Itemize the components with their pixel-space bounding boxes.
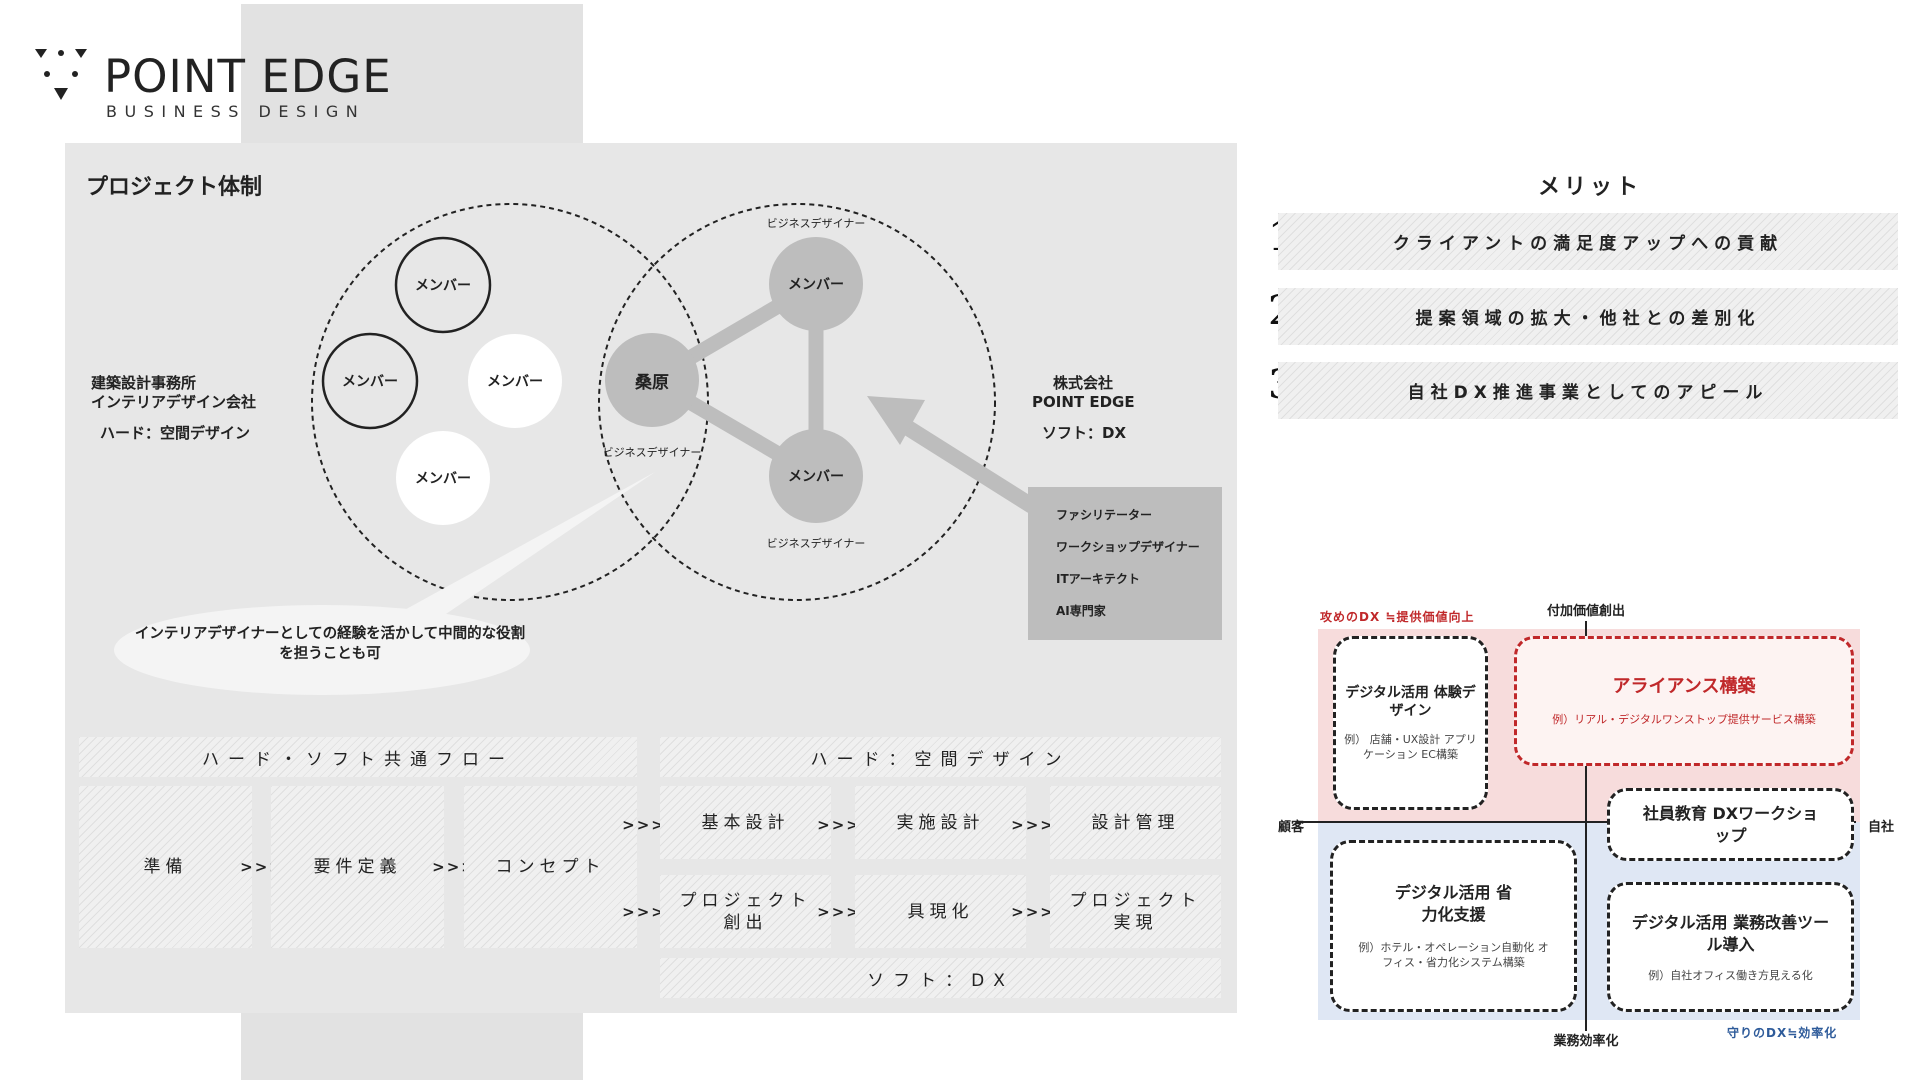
- common-flow-header: ハード・ソフト共通フロー: [79, 737, 637, 777]
- member-label: メンバー: [415, 278, 471, 294]
- matrix-box-example: 例）自社オフィス働き方見える化: [1648, 968, 1813, 982]
- step-detailed-design: 実施設計: [855, 786, 1026, 859]
- matrix-axis-top: 付加価値創出: [1546, 603, 1625, 619]
- step-concept: コンセプト: [464, 786, 637, 948]
- flow-arrow: >>>: [817, 903, 861, 921]
- right-member-label: メンバー: [788, 277, 844, 293]
- flow-arrow: >>>: [817, 816, 861, 834]
- matrix-box-education: 社員教育 DXワークショップ: [1607, 788, 1854, 861]
- right-member-label: メンバー: [788, 469, 844, 485]
- role-item: ワークショップデザイナー: [1056, 540, 1200, 554]
- merit-item: 自社DX推進事業としてのアピール: [1278, 362, 1898, 419]
- step-realization: 具現化: [855, 875, 1026, 948]
- matrix-top-left-label: 攻めのDX ≒提供価値向上: [1320, 610, 1475, 624]
- left-team-circle: [311, 203, 709, 601]
- flow-arrow: >>>: [1011, 903, 1055, 921]
- member-label: メンバー: [487, 374, 543, 390]
- matrix-vertical-axis: [1585, 621, 1587, 1031]
- step-design-management: 設計管理: [1050, 786, 1221, 859]
- step-project-creation: プロジェクト 創出: [660, 875, 831, 948]
- right-org-line1: 株式会社: [1053, 374, 1114, 392]
- matrix-box-title: アライアンス構築: [1612, 675, 1756, 697]
- step-basic-design: 基本設計: [660, 786, 831, 859]
- role-item: ITアーキテクト: [1056, 572, 1140, 586]
- speech-bubble: [114, 605, 530, 695]
- matrix-axis-right: 自社: [1868, 820, 1895, 835]
- left-org-line2: インテリアデザイン会社: [91, 393, 257, 411]
- arrow-head-icon: [867, 396, 925, 445]
- member-label: メンバー: [342, 374, 398, 390]
- left-org-line3: ハード：空間デザイン: [100, 424, 251, 442]
- matrix-box-labor-saving: デジタル活用 省力化支援 例）ホテル・オペレーション自動化 オフィス・省力化シス…: [1330, 840, 1577, 1012]
- right-member-role: ビジネスデザイナー: [766, 217, 866, 230]
- role-box: ファシリテーター ワークショップデザイナー ITアーキテクト AI専門家: [1028, 487, 1222, 640]
- left-org-line1: 建築設計事務所: [91, 374, 197, 392]
- role-item: AI専門家: [1056, 604, 1106, 618]
- matrix-box-tool: デジタル活用 業務改善ツール導入 例）自社オフィス働き方見える化: [1607, 882, 1854, 1012]
- matrix-bottom-right-label: 守りのDX≒効率化: [1727, 1026, 1838, 1040]
- role-item: ファシリテーター: [1056, 508, 1153, 522]
- merit-item: 提案領域の拡大・他社との差別化: [1278, 288, 1898, 345]
- step-prepare: 準備: [79, 786, 252, 948]
- matrix-horizontal-axis: [1296, 821, 1856, 823]
- project-title: プロジェクト体制: [86, 175, 263, 200]
- hard-flow-header: ハード：空間デザイン: [660, 737, 1221, 777]
- matrix-axis-left: 顧客: [1278, 820, 1305, 835]
- matrix-box-digital-experience: デジタル活用 体験デザイン 例） 店舗・UX設計 アプリケーション EC構築: [1333, 636, 1488, 810]
- right-org-line2: POINT EDGE: [1032, 393, 1135, 411]
- matrix-axis-bottom: 業務効率化: [1553, 1033, 1619, 1049]
- matrix-box-example: 例）リアル・デジタルワンストップ提供サービス構築: [1552, 712, 1816, 726]
- matrix-box-example: 例） 店舗・UX設計 アプリケーション EC構築: [1344, 733, 1477, 761]
- merit-item: クライアントの満足度アップへの貢献: [1278, 213, 1898, 270]
- logo-subtitle: BUSINESS DESIGN: [106, 102, 366, 121]
- matrix-box-example: 例）ホテル・オペレーション自動化 オフィス・省力化システム構築: [1358, 941, 1549, 969]
- step-requirements: 要件定義: [271, 786, 444, 948]
- speech-tail: [390, 472, 655, 618]
- speech-text: インテリアデザイナーとしての経験を活かして中間的な役割を担うことも可: [134, 626, 526, 662]
- merit-title: メリット: [1537, 175, 1642, 200]
- member-label: メンバー: [415, 471, 471, 487]
- right-member-role: ビジネスデザイナー: [766, 537, 866, 550]
- triangle-dots-icon: [35, 49, 87, 100]
- flow-arrow: >>>: [432, 858, 476, 876]
- matrix-box-alliance: アライアンス構築 例）リアル・デジタルワンストップ提供サービス構築: [1514, 636, 1854, 766]
- matrix-box-title: デジタル活用 体験デザイン: [1345, 685, 1476, 719]
- flow-arrow: >>>: [1011, 816, 1055, 834]
- logo-title: POINT EDGE: [104, 50, 392, 103]
- flow-arrow: >>>: [622, 903, 666, 921]
- matrix-box-title: デジタル活用 業務改善ツール導入: [1631, 912, 1830, 954]
- right-org-line3: ソフト：DX: [1042, 424, 1127, 442]
- matrix-box-title: デジタル活用 省力化支援: [1394, 883, 1513, 924]
- step-project-realization: プロジェクト 実現: [1050, 875, 1221, 948]
- arrow-shaft: [900, 419, 1037, 513]
- soft-flow-footer: ソフト：DX: [660, 958, 1221, 998]
- right-team-circle: [598, 203, 996, 601]
- center-person-name: 桑原: [635, 372, 669, 393]
- flow-arrow: >>>: [622, 816, 666, 834]
- matrix-box-title: 社員教育 DXワークショップ: [1642, 803, 1819, 845]
- team-diagram: [114, 203, 1037, 695]
- center-person-role: ビジネスデザイナー: [602, 446, 702, 459]
